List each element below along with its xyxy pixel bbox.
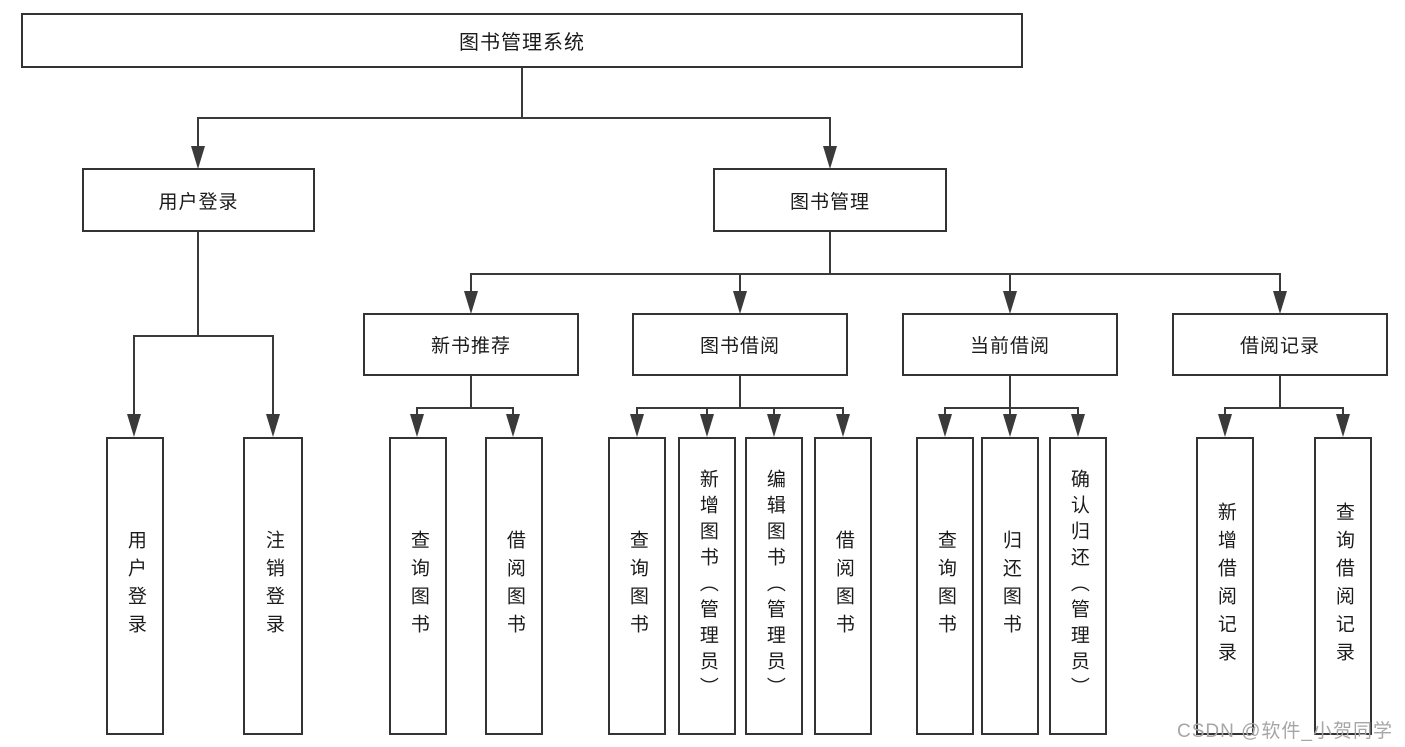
arrow-down-icon [836,414,850,437]
node-current-borrow: 当前借阅 [902,313,1118,376]
node-label: 借阅记录 [1239,336,1320,357]
arrow-down-icon [1071,414,1085,437]
leaf-edit-book-admin: 编辑图书（管理员） [745,437,803,735]
leaf-query-book-recommend: 查询图书 [389,437,447,735]
connector-line [1224,407,1226,416]
arrow-down-icon [464,291,478,314]
connector-line [197,232,199,336]
arrow-down-icon [767,414,781,437]
connector-line [945,407,1079,409]
connector-line [470,273,1281,275]
leaf-borrow-book-recommend: 借阅图书 [485,437,543,735]
leaf-confirm-return-admin: 确认归还（管理员） [1049,437,1107,735]
node-label: 确认归还（管理员） [1067,469,1089,703]
leaf-add-book-admin: 新增图书（管理员） [678,437,736,735]
connector-line [773,407,775,416]
connector-line [416,407,418,416]
node-user-login: 用户登录 [82,168,315,232]
leaf-query-book-current: 查询图书 [916,437,974,735]
arrow-down-icon [1273,291,1287,314]
node-label: 新增图书（管理员） [696,469,718,703]
connector-line [133,335,135,416]
node-book-management: 图书管理 [713,168,947,232]
arrow-down-icon [1003,414,1017,437]
node-label: 注销登录 [262,530,284,642]
leaf-add-borrow-record: 新增借阅记录 [1196,437,1254,735]
node-label: 查询图书 [626,530,648,642]
connector-line [842,407,844,416]
connector-line [636,407,638,416]
connector-line [470,273,472,292]
leaf-borrow-book: 借阅图书 [814,437,872,735]
leaf-query-book-borrow: 查询图书 [608,437,666,735]
node-label: 用户登录 [158,191,239,213]
node-label: 借阅图书 [832,530,854,642]
node-label: 图书管理 [789,191,870,213]
node-label: 编辑图书（管理员） [763,469,785,703]
connector-line [521,68,523,118]
node-book-borrow: 图书借阅 [632,313,848,376]
node-label: 查询图书 [407,530,429,642]
csdn-watermark: CSDN @软件_小贺同学 [1177,721,1393,742]
node-label: 查询借阅记录 [1332,502,1354,670]
connector-line [1279,376,1281,408]
arrow-down-icon [410,414,424,437]
arrow-down-icon [630,414,644,437]
node-borrow-record: 借阅记录 [1172,313,1388,376]
connector-line [1225,407,1344,409]
node-new-book-recommend: 新书推荐 [363,313,579,376]
connector-line [829,232,831,274]
node-label: 归还图书 [999,530,1021,642]
arrow-down-icon [938,414,952,437]
leaf-logout: 注销登录 [243,437,303,735]
node-label: 新增借阅记录 [1214,502,1236,670]
node-label: 当前借阅 [969,336,1050,357]
connector-line [470,376,472,408]
arrow-down-icon [1218,414,1232,437]
leaf-query-borrow-record: 查询借阅记录 [1314,437,1372,735]
arrow-down-icon [266,414,280,437]
connector-line [829,117,831,148]
node-label: 图书管理系统 [459,32,585,54]
leaf-user-login: 用户登录 [106,437,164,735]
arrow-down-icon [823,146,837,169]
connector-line [944,407,946,416]
connector-line [417,407,514,409]
arrow-down-icon [506,414,520,437]
connector-line [1077,407,1079,416]
node-label: 借阅图书 [503,530,525,642]
node-label: 查询图书 [934,530,956,642]
arrow-down-icon [191,146,205,169]
connector-line [1009,273,1011,292]
connector-line [1279,273,1281,292]
node-label: 图书借阅 [699,336,780,357]
node-label: 新书推荐 [430,336,511,357]
connector-line [1009,407,1011,416]
leaf-return-book: 归还图书 [981,437,1039,735]
arrow-down-icon [733,291,747,314]
arrow-down-icon [1003,291,1017,314]
node-label: 用户登录 [124,530,146,642]
connector-line [706,407,708,416]
connector-line [739,376,741,408]
connector-line [197,117,199,148]
connector-line [739,273,741,292]
arrow-down-icon [127,414,141,437]
connector-line [1342,407,1344,416]
arrow-down-icon [700,414,714,437]
connector-line [1009,376,1011,408]
connector-line [272,335,274,416]
connector-line [197,117,831,119]
connector-line [637,407,844,409]
arrow-down-icon [1336,414,1350,437]
connector-line [512,407,514,416]
connector-line [133,335,274,337]
node-root-library-system: 图书管理系统 [21,13,1023,68]
